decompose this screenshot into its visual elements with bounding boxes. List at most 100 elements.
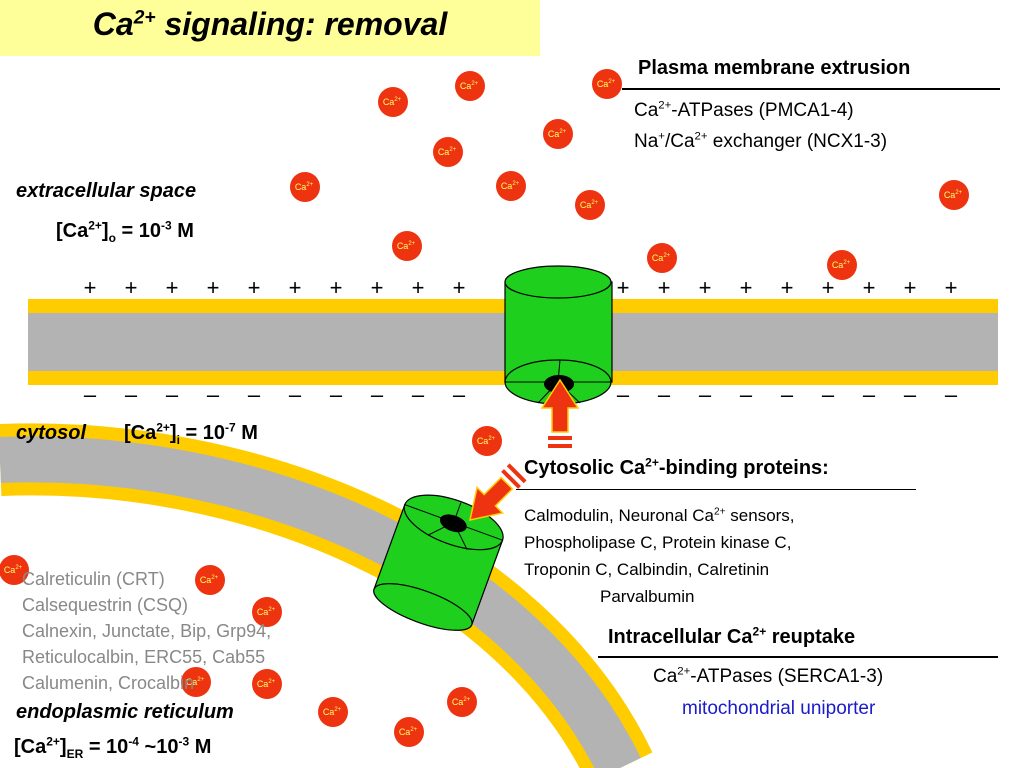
- calcium-ion-label: Ca2+: [257, 679, 276, 689]
- plus-sign: +: [371, 275, 384, 300]
- minus-sign: –: [412, 382, 425, 407]
- cyto-binding-line: Troponin C, Calbindin, Calretinin: [524, 560, 770, 579]
- calcium-ion-icon: Ca2+: [447, 687, 477, 717]
- calcium-ion-icon: Ca2+: [378, 87, 408, 117]
- plus-sign: +: [125, 275, 138, 300]
- calcium-ion-label: Ca2+: [186, 677, 205, 687]
- plus-sign: +: [207, 275, 220, 300]
- minus-sign: –: [822, 382, 835, 407]
- minus-sign: –: [453, 382, 466, 407]
- minus-sign: –: [248, 382, 261, 407]
- calcium-ion-label: Ca2+: [438, 147, 457, 157]
- calcium-ion-label: Ca2+: [548, 129, 567, 139]
- calcium-ion-icon: Ca2+: [290, 172, 320, 202]
- calcium-ion-icon: Ca2+: [252, 669, 282, 699]
- plus-sign: +: [658, 275, 671, 300]
- pm-extrusion-divider: [622, 88, 1000, 90]
- calcium-ion-icon: Ca2+: [592, 69, 622, 99]
- cyto-binding-line: Calmodulin, Neuronal Ca2+ sensors,: [524, 506, 795, 525]
- er-label: endoplasmic reticulum: [16, 701, 234, 723]
- calcium-ion-label: Ca2+: [597, 79, 616, 89]
- plus-sign: +: [84, 275, 97, 300]
- calcium-ion-icon: Ca2+: [472, 426, 502, 456]
- minus-sign: –: [289, 382, 302, 407]
- calcium-ion-icon: Ca2+: [543, 119, 573, 149]
- cyto-binding-divider: [516, 489, 916, 490]
- reuptake-line-1: Ca2+-ATPases (SERCA1-3): [653, 665, 884, 687]
- calcium-ion-label: Ca2+: [652, 253, 671, 263]
- plus-sign: +: [330, 275, 343, 300]
- calcium-ion-label: Ca2+: [383, 97, 402, 107]
- er-protein-item: Calnexin, Junctate, Bip, Grp94,: [22, 621, 272, 641]
- calcium-ion-icon: Ca2+: [181, 667, 211, 697]
- negative-charge-row: –––––––––––––––––––: [84, 382, 958, 407]
- plus-sign: +: [453, 275, 466, 300]
- cyto-binding-list: Calmodulin, Neuronal Ca2+ sensors, Phosp…: [524, 502, 795, 610]
- plus-sign: +: [617, 275, 630, 300]
- calcium-ion-icon: Ca2+: [939, 180, 969, 210]
- plus-sign: +: [412, 275, 425, 300]
- reuptake-line-2: mitochondrial uniporter: [682, 698, 876, 719]
- reuptake-heading: Intracellular Ca2+ reuptake: [608, 624, 856, 648]
- positive-charge-row: +++++++++++++++++++: [84, 275, 958, 300]
- reuptake-divider: [598, 656, 998, 658]
- plus-sign: +: [740, 275, 753, 300]
- calcium-ion-label: Ca2+: [397, 241, 416, 251]
- calcium-ion-icon: Ca2+: [433, 137, 463, 167]
- er-membrane-core: [0, 436, 641, 768]
- calcium-ion-icon: Ca2+: [195, 565, 225, 595]
- calcium-ion-label: Ca2+: [832, 260, 851, 270]
- minus-sign: –: [371, 382, 384, 407]
- cyto-binding-heading: Cytosolic Ca2+-binding proteins:: [524, 455, 829, 479]
- extracellular-label: extracellular space: [16, 180, 197, 202]
- minus-sign: –: [658, 382, 671, 407]
- calcium-ion-label: Ca2+: [477, 436, 496, 446]
- calcium-ion-label: Ca2+: [501, 181, 520, 191]
- minus-sign: –: [330, 382, 343, 407]
- calcium-ion-label: Ca2+: [944, 190, 963, 200]
- minus-sign: –: [904, 382, 917, 407]
- page-title: Ca2+ signaling: removal: [92, 6, 448, 42]
- er-protein-list: Calreticulin (CRT) Calsequestrin (CSQ) C…: [22, 566, 271, 696]
- calcium-ion-label: Ca2+: [580, 200, 599, 210]
- plus-sign: +: [822, 275, 835, 300]
- er-concentration: [Ca2+]ER = 10-4 ~10-3 M: [14, 734, 212, 761]
- calcium-ion-icon: Ca2+: [455, 71, 485, 101]
- minus-sign: –: [863, 382, 876, 407]
- calcium-ion-icon: Ca2+: [392, 231, 422, 261]
- plus-sign: +: [289, 275, 302, 300]
- calcium-ion-label: Ca2+: [452, 697, 471, 707]
- calcium-ion-icon: Ca2+: [496, 171, 526, 201]
- calcium-ion-label: Ca2+: [257, 607, 276, 617]
- minus-sign: –: [781, 382, 794, 407]
- calcium-ion-icon: Ca2+: [575, 190, 605, 220]
- pm-extrusion-heading: Plasma membrane extrusion: [638, 57, 911, 79]
- calcium-ion-label: Ca2+: [295, 182, 314, 192]
- plus-sign: +: [863, 275, 876, 300]
- calcium-ion-icon: Ca2+: [318, 697, 348, 727]
- minus-sign: –: [699, 382, 712, 407]
- extracellular-concentration: [Ca2+]o = 10-3 M: [56, 218, 194, 245]
- calcium-ion-icon: Ca2+: [252, 597, 282, 627]
- cytosol-label: cytosol: [16, 422, 87, 444]
- minus-sign: –: [166, 382, 179, 407]
- er-protein-item: Calreticulin (CRT): [22, 569, 165, 589]
- calcium-ion-layer: Ca2+ Ca2+ Ca2+ Ca2+ Ca2+ Ca2+ Ca2+ Ca2+ Ca2+ Ca2+…: [0, 69, 969, 747]
- er-protein-item: Calumenin, Crocalbin: [22, 673, 195, 693]
- minus-sign: –: [84, 382, 97, 407]
- calcium-ion-icon: Ca2+: [827, 250, 857, 280]
- er-protein-item: Reticulocalbin, ERC55, Cab55: [22, 647, 266, 667]
- er-protein-item: Calsequestrin (CSQ): [22, 595, 189, 615]
- plus-sign: +: [945, 275, 958, 300]
- minus-sign: –: [207, 382, 220, 407]
- plus-sign: +: [781, 275, 794, 300]
- minus-sign: –: [740, 382, 753, 407]
- pm-transport-arrow-icon: [540, 378, 580, 448]
- calcium-ion-icon: Ca2+: [647, 243, 677, 273]
- calcium-ion-label: Ca2+: [460, 81, 479, 91]
- pm-extrusion-line-2: Na+/Ca2+ exchanger (NCX1-3): [634, 130, 888, 152]
- er-transport-arrow-icon: [469, 463, 527, 521]
- calcium-ion-label: Ca2+: [4, 565, 23, 575]
- plus-sign: +: [166, 275, 179, 300]
- calcium-ion-icon: Ca2+: [394, 717, 424, 747]
